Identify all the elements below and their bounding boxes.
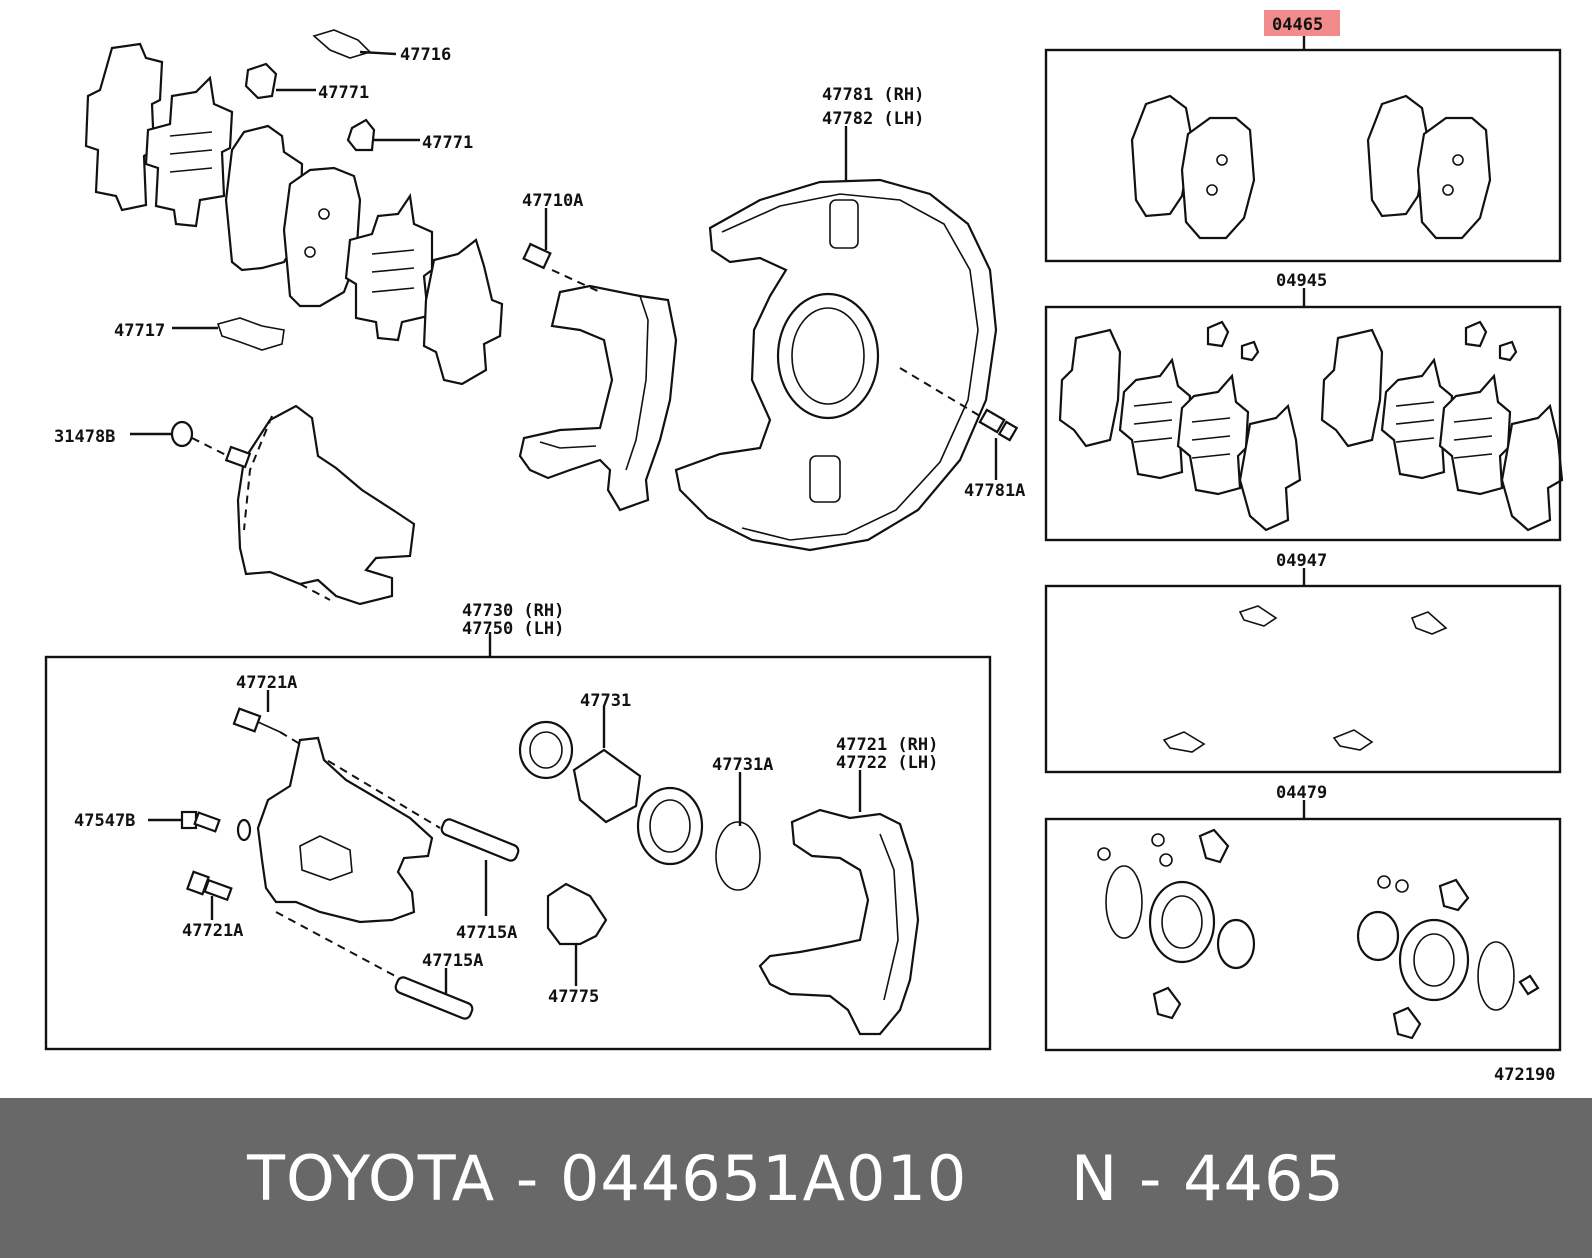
part-number-footer: TOYOTA - 044651A010 N - 4465 <box>0 1098 1592 1258</box>
kit-04945-shims-drawing <box>1058 320 1564 532</box>
kit-04479-box <box>1044 817 1562 1052</box>
label-47771-top: 47771 <box>318 83 369 103</box>
dust-shield-drawing <box>674 178 1019 552</box>
label-04947: 04947 <box>1276 551 1327 571</box>
label-47721A-top: 47721A <box>236 673 297 693</box>
label-47771-mid: 47771 <box>422 133 473 153</box>
label-47730: 47730 (RH) <box>462 601 564 621</box>
label-47775: 47775 <box>548 987 599 1007</box>
label-47782: 47782 (LH) <box>822 109 924 129</box>
label-47717: 47717 <box>114 321 165 341</box>
label-47722: 47722 (LH) <box>836 753 938 773</box>
kit-04465-pads-drawing <box>1130 94 1492 240</box>
label-47731A: 47731A <box>712 755 773 775</box>
label-47710A: 47710A <box>522 191 583 211</box>
figure-number: 472190 <box>1494 1065 1555 1085</box>
label-47721A-bottom: 47721A <box>182 921 243 941</box>
label-04479: 04479 <box>1276 783 1327 803</box>
label-47721: 47721 (RH) <box>836 735 938 755</box>
label-47715A-right: 47715A <box>456 923 517 943</box>
leader-lines <box>130 36 1306 994</box>
caliper-bracket-drawing <box>518 242 678 512</box>
label-04465: 04465 <box>1272 15 1323 35</box>
label-31478B: 31478B <box>54 427 115 447</box>
label-47750: 47750 (LH) <box>462 619 564 639</box>
shim-pad-group-drawing <box>84 29 504 386</box>
label-47715A-bottom: 47715A <box>422 951 483 971</box>
label-47781A: 47781A <box>964 481 1025 501</box>
kit-04479-seals-drawing <box>1097 828 1540 1040</box>
kit-04947-clips-drawing <box>1162 605 1448 753</box>
part-number-caption: TOYOTA - 044651A010 N - 4465 <box>247 1141 1345 1215</box>
label-47781: 47781 (RH) <box>822 85 924 105</box>
kit-04947-box <box>1044 584 1562 774</box>
label-47547B: 47547B <box>74 811 135 831</box>
brake-parts-diagram: 47716 47771 47771 47781 (RH) 47782 (LH) … <box>44 10 1564 1085</box>
selected-part-highlight <box>1264 10 1340 36</box>
label-47731: 47731 <box>580 691 631 711</box>
caliper-assembly-drawing <box>180 707 920 1036</box>
label-47716: 47716 <box>400 45 451 65</box>
caliper-assembly-box <box>44 655 992 1051</box>
label-04945: 04945 <box>1276 271 1327 291</box>
caliper-body-drawing <box>170 404 416 606</box>
